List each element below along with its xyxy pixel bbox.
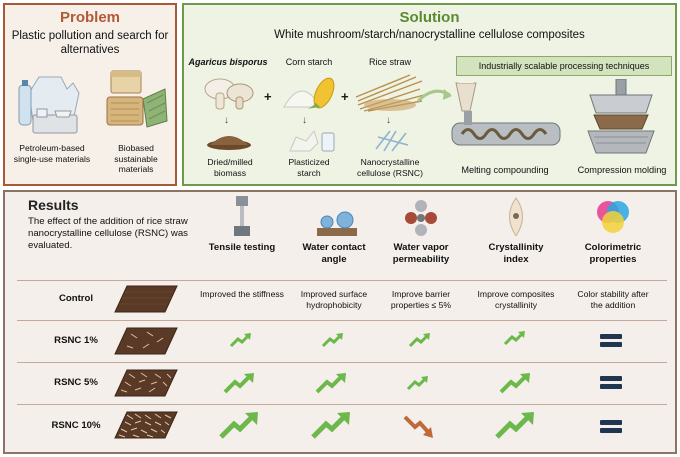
rsnc-caption: Nanocrystalline cellulose (RSNC) [357, 157, 423, 178]
equal-sign-icon [600, 334, 622, 347]
trend-up-medium-icon [315, 373, 346, 394]
color-wheel-icon [597, 201, 629, 233]
trend-up-large-icon [219, 412, 258, 439]
col-water-contact-angle: Water contact angle [302, 242, 366, 265]
problem-subtitle: Plastic pollution and search for alterna… [11, 30, 169, 56]
row-divider [17, 320, 667, 321]
trend-up-small-icon [408, 333, 430, 348]
row-label-rsnc-1: RSNC 1% [54, 335, 98, 346]
plus-sign: + [341, 89, 349, 104]
row-label-rsnc-10: RSNC 10% [51, 420, 101, 431]
problem-panel: Problem Plastic pollution and search for… [3, 3, 177, 186]
dried-biomass-caption: Dried/milled biomass [207, 157, 253, 178]
vapor-molecules-icon [405, 200, 437, 236]
nanocellulose-crystal-icon [375, 130, 409, 152]
control-contact-angle-result: Improved surface hydrophobicity [300, 289, 368, 310]
rsnc1-sample-swatch [114, 327, 178, 355]
col-colorimetric-properties: Colorimetric properties [584, 242, 642, 265]
dried-biomass-icon [207, 136, 251, 150]
plus-sign: + [264, 89, 272, 104]
arrow-down-icon: ↓ [386, 115, 391, 126]
compression-molding-caption: Compression molding [577, 165, 667, 175]
ingredient-corn-starch-label: Corn starch [285, 57, 333, 67]
processing-techniques-header: Industrially scalable processing techniq… [456, 56, 672, 76]
row-divider [17, 362, 667, 363]
row-divider [17, 404, 667, 405]
arrow-down-icon: ↓ [302, 115, 307, 126]
process-arrow-icon [416, 89, 452, 103]
control-crystallinity-result: Improve composites crystallinity [477, 289, 555, 310]
row-label-control: Control [58, 293, 94, 304]
trend-up-medium-icon [223, 373, 254, 394]
trend-up-large-icon [311, 412, 350, 439]
water-droplet-icon [317, 211, 357, 236]
trend-up-small-icon [229, 333, 251, 348]
equal-sign-icon [600, 376, 622, 389]
trend-down-icon [403, 415, 433, 438]
compression-press-icon [587, 79, 655, 154]
control-tensile-result: Improved the stiffness [200, 289, 284, 299]
problem-title: Problem [59, 9, 120, 26]
rice-straw-icon [355, 74, 425, 112]
control-permeability-result: Improve barrier properties ≤ 5% [390, 289, 452, 310]
results-description: The effect of the addition of rice straw… [28, 216, 188, 251]
rsnc5-sample-swatch [114, 369, 178, 397]
control-sample-swatch [114, 285, 178, 313]
tensile-testing-icon [234, 196, 250, 236]
arrow-down-icon: ↓ [224, 115, 229, 126]
col-crystallinity-index: Crystallinity index [488, 242, 544, 265]
extruder-icon [451, 81, 561, 146]
col-water-vapor-permeability: Water vapor permeability [392, 242, 450, 265]
row-divider [17, 280, 667, 281]
plasticized-starch-icon [289, 129, 335, 152]
corn-starch-icon [283, 77, 335, 109]
equal-sign-icon [600, 420, 622, 433]
results-title: Results [28, 197, 79, 213]
plasticized-starch-caption: Plasticized starch [288, 157, 330, 178]
plastic-waste-icon [18, 76, 80, 134]
melting-compounding-caption: Melting compounding [461, 165, 549, 175]
solution-panel: Solution White mushroom/starch/nanocryst… [182, 3, 677, 186]
control-colorimetric-result: Color stability after the addition [577, 289, 649, 310]
ingredient-agaricus-label: Agaricus bisporus [188, 57, 268, 67]
trend-up-large-icon [495, 412, 534, 439]
trend-up-small-icon [321, 333, 343, 348]
trend-up-small-icon [406, 376, 428, 391]
ingredient-rice-straw-label: Rice straw [368, 57, 411, 67]
rsnc10-sample-swatch [114, 411, 178, 439]
col-tensile-testing: Tensile testing [208, 242, 276, 253]
biobased-materials-icon [106, 70, 168, 128]
trend-up-medium-icon [499, 373, 530, 394]
solution-subtitle: White mushroom/starch/nanocrystalline ce… [274, 29, 585, 41]
row-label-rsnc-5: RSNC 5% [54, 377, 98, 388]
mushroom-icon [204, 78, 254, 110]
petroleum-materials-caption: Petroleum-based single-use materials [13, 143, 91, 164]
results-panel: Results The effect of the addition of ri… [3, 190, 677, 454]
biobased-materials-caption: Biobased sustainable materials [114, 143, 158, 174]
trend-up-small-icon [503, 331, 525, 346]
solution-title: Solution [399, 9, 460, 26]
crystallinity-pattern-icon [509, 197, 523, 237]
